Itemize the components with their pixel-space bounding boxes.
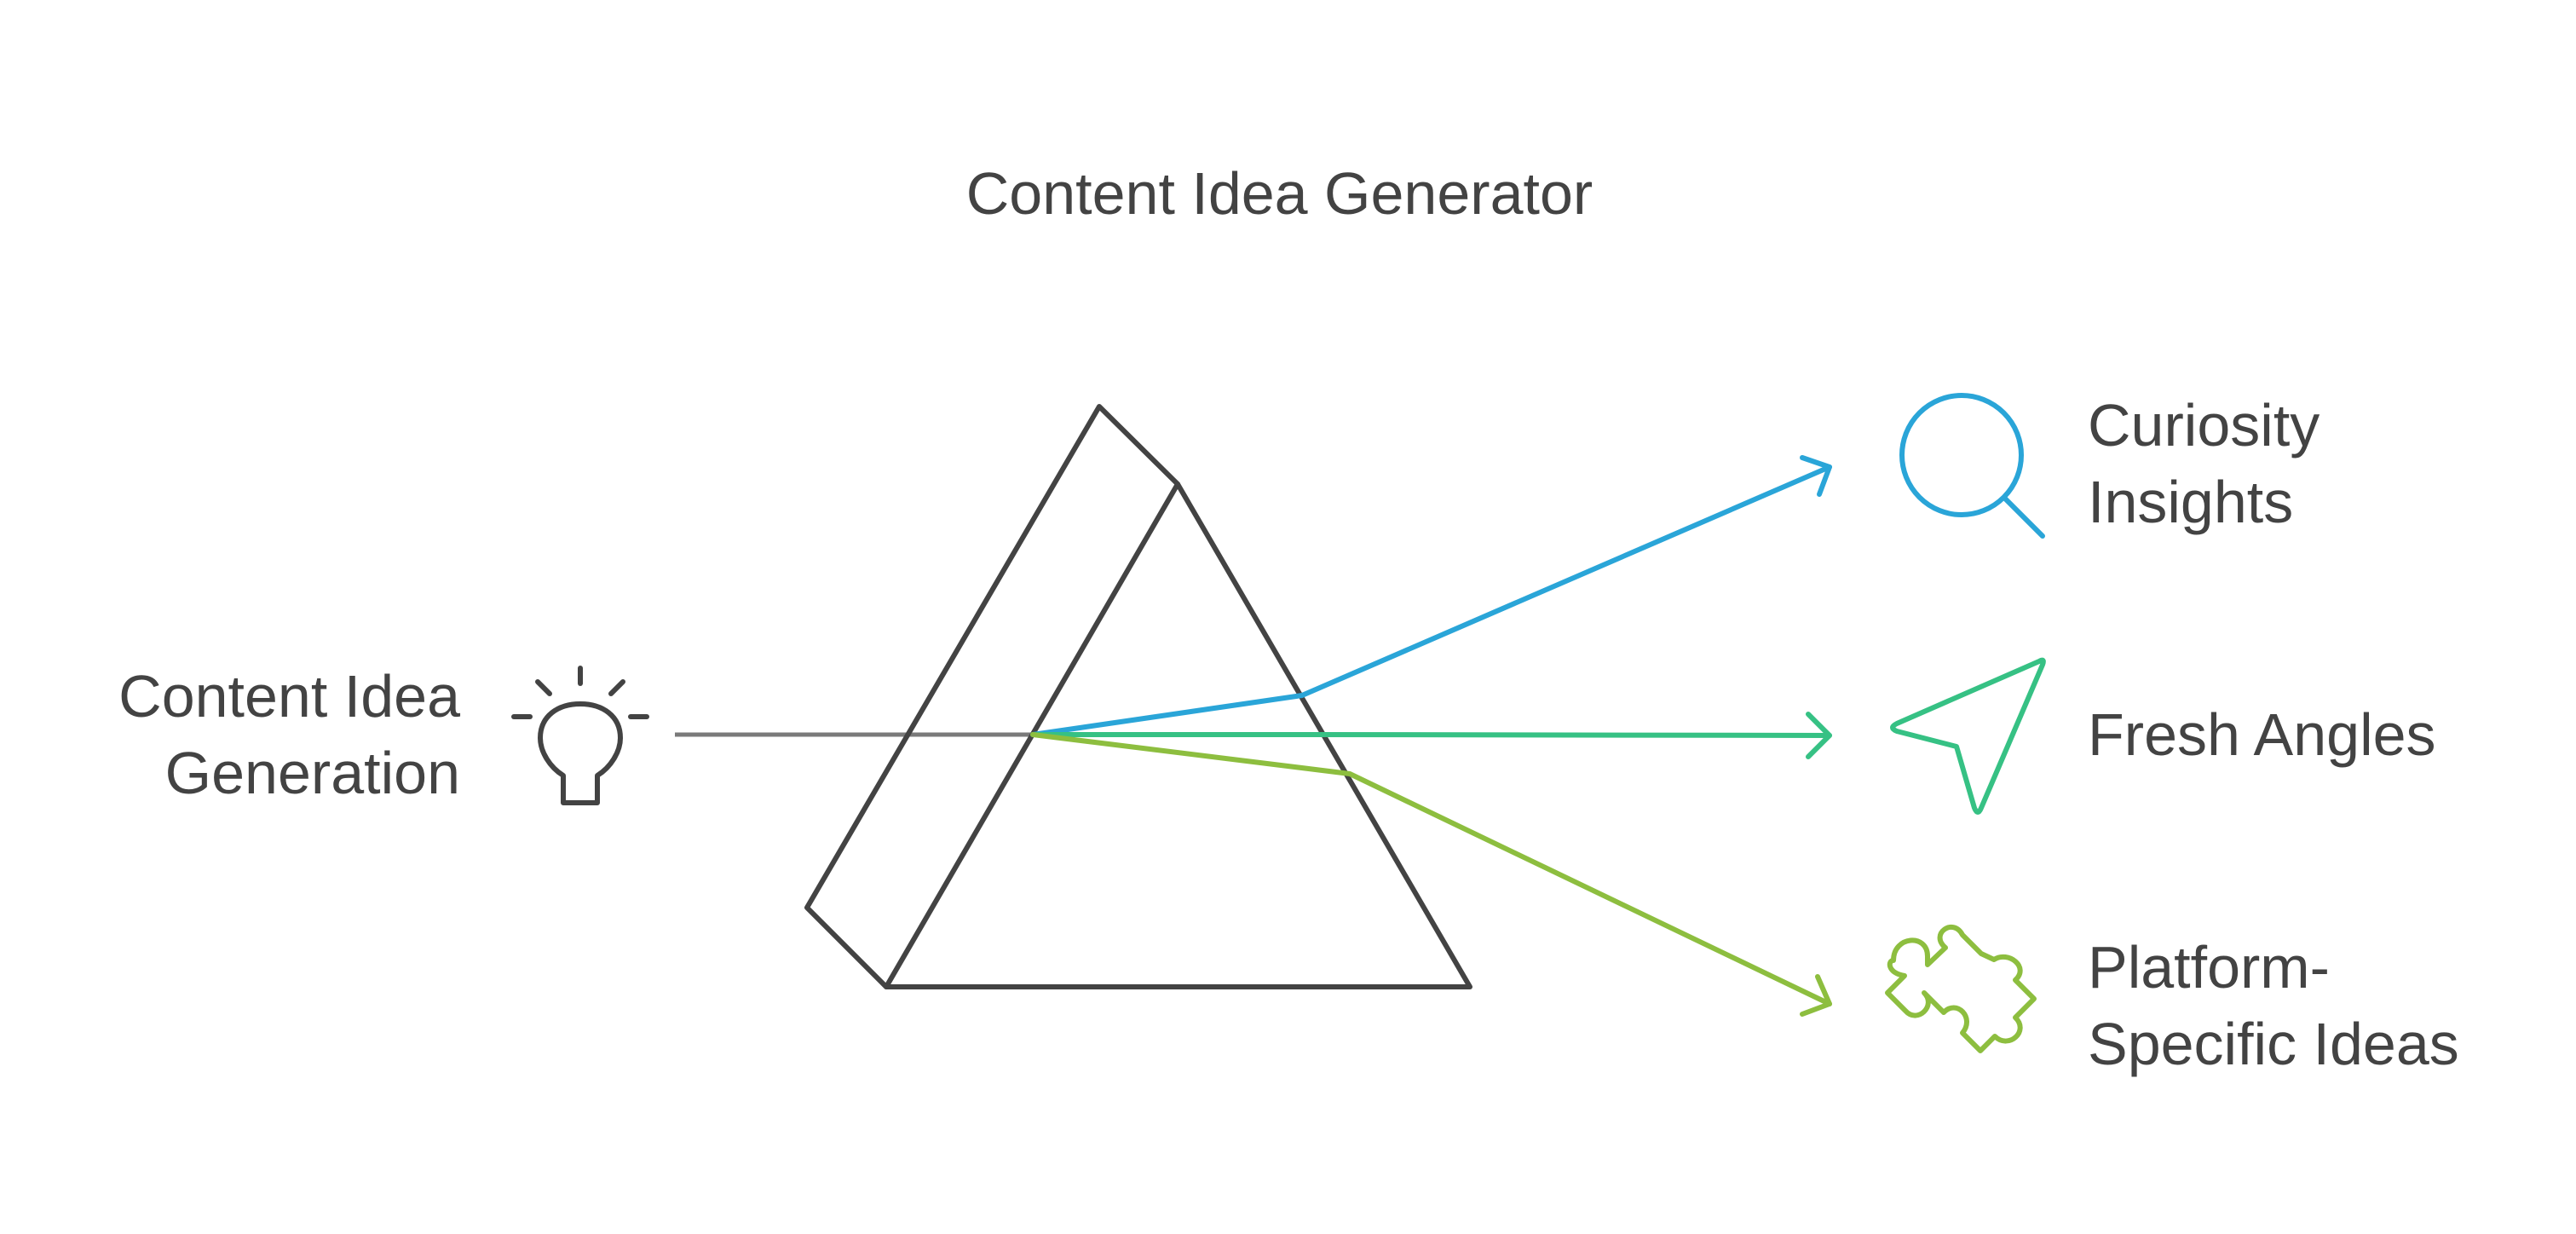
search-icon [1899,393,2045,539]
output-label-line1: Curiosity [2088,392,2320,458]
output-label-line2: Insights [2088,469,2294,535]
arrowhead-curiosity [1800,455,1832,497]
puzzle-icon [1885,924,2037,1053]
diagram-title-text: Content Idea Generator [965,160,1593,227]
output-label-line1: Platform- [2088,934,2330,1000]
output-label-curiosity-insights: Curiosity Insights [2088,387,2320,540]
output-label-line1: Fresh Angles [2088,701,2436,768]
beam-curiosity [1030,464,1832,737]
arrowhead-platform-specific [1800,974,1832,1017]
beam-platform-specific [1030,732,1832,1006]
lightbulb-icon [511,666,649,805]
output-label-fresh-angles: Fresh Angles [2088,696,2436,773]
diagram-title: Content Idea Generator [0,155,2576,232]
input-label-line1: Content Idea [118,663,460,729]
output-label-platform-specific-ideas: Platform- Specific Ideas [2088,929,2459,1082]
send-arrow-icon [1890,657,2046,815]
input-label: Content Idea Generation [51,658,460,811]
arrowhead-fresh-angles [1806,712,1832,759]
output-label-line2: Specific Ideas [2088,1011,2459,1077]
input-label-line2: Generation [164,740,460,806]
prism-shape [804,404,1472,989]
